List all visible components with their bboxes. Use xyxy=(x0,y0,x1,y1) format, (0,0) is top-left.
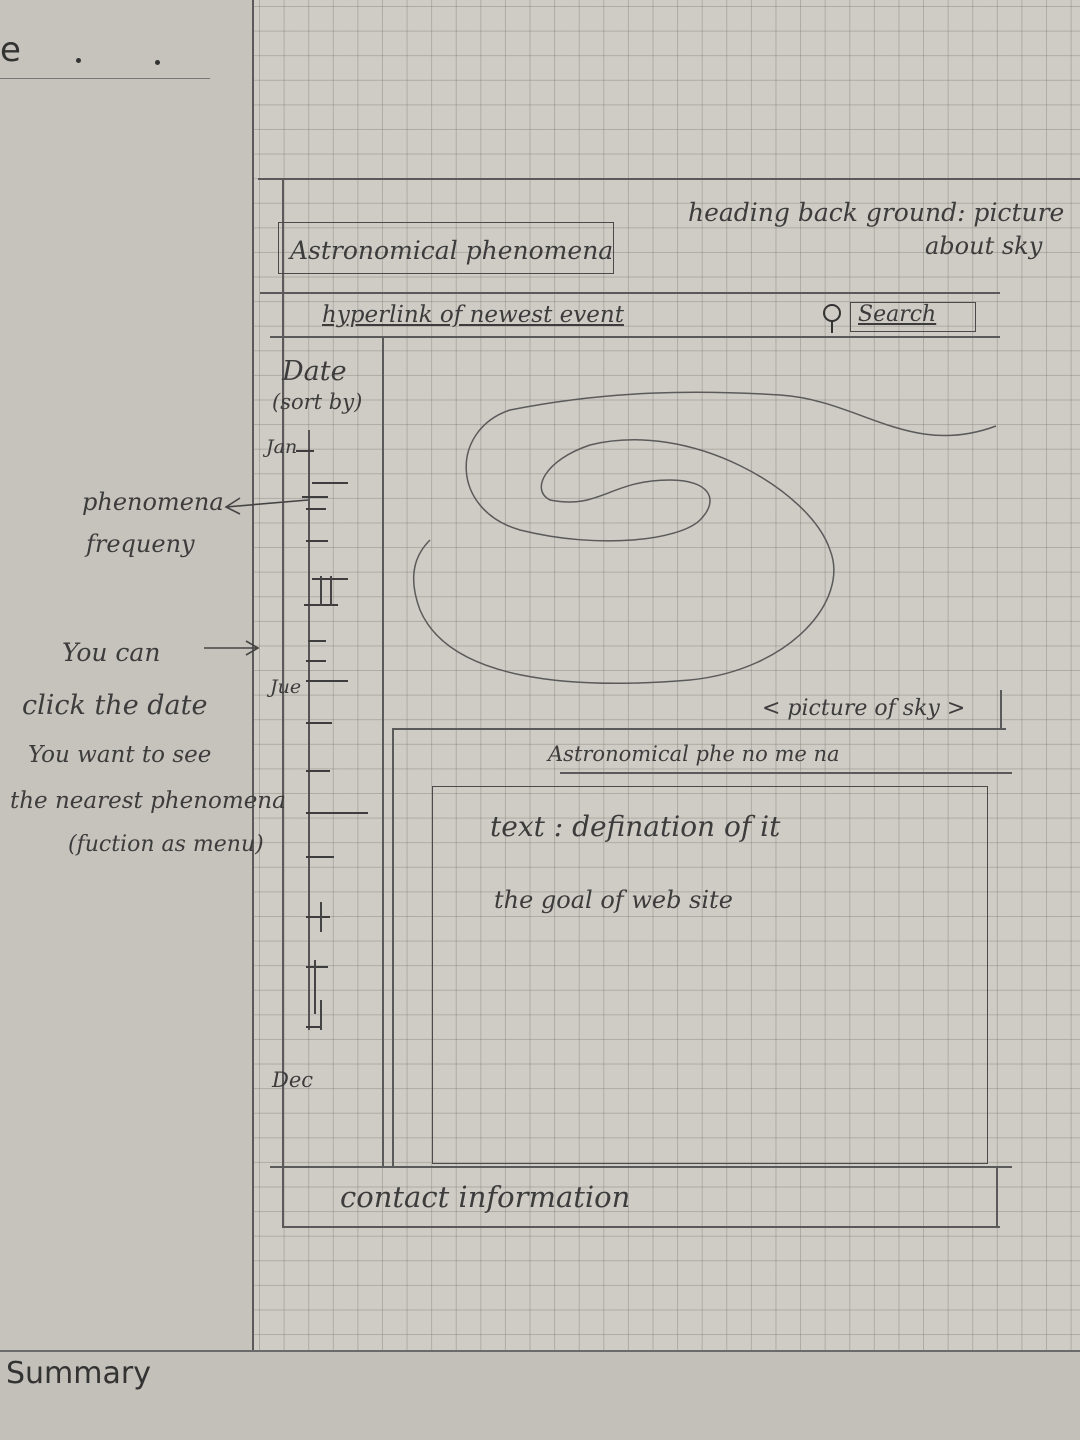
timeline-tick[interactable] xyxy=(306,966,328,968)
timeline-tick[interactable] xyxy=(306,812,368,814)
bottom-strip xyxy=(0,1350,1080,1440)
annotation-click-1: You can xyxy=(62,638,161,667)
dot-mark xyxy=(155,60,160,65)
timeline-tick[interactable] xyxy=(306,916,330,918)
sidebar-title: Date xyxy=(282,356,347,387)
header-divider xyxy=(260,292,1000,294)
timeline-tick[interactable] xyxy=(306,770,330,772)
footer-right xyxy=(996,1166,998,1228)
section-divider xyxy=(560,772,1012,774)
month-start[interactable]: Jan xyxy=(266,436,298,458)
picture-label: < picture of sky > xyxy=(762,696,966,721)
timeline-tick[interactable] xyxy=(306,1026,322,1028)
timeline-tick[interactable] xyxy=(306,540,328,542)
left-margin xyxy=(0,0,252,1350)
summary-label: Summary xyxy=(6,1356,151,1391)
timeline-tick[interactable] xyxy=(302,496,328,498)
timeline-tick[interactable] xyxy=(296,450,314,452)
corner-text: e xyxy=(0,30,21,70)
arrow-icon xyxy=(204,640,260,656)
annotation-click-4: the nearest phenomena xyxy=(10,788,286,814)
annotation-click-5: (fuction as menu) xyxy=(68,832,264,857)
footer-bottom xyxy=(282,1226,1000,1228)
site-title-box xyxy=(278,222,614,274)
content-text-1: text : defination of it xyxy=(490,810,781,843)
timeline-tick[interactable] xyxy=(312,482,348,484)
search-label: Search xyxy=(858,302,937,327)
timeline-stroke xyxy=(320,576,322,606)
nav-divider xyxy=(270,336,1000,338)
frame-top xyxy=(258,178,1080,180)
timeline-tick[interactable] xyxy=(306,508,326,510)
heading-note: heading back ground: picture xyxy=(688,198,1065,227)
timeline-stroke xyxy=(320,902,322,932)
timeline-stroke xyxy=(330,576,332,606)
timeline-stroke xyxy=(320,1000,322,1030)
arrow-icon xyxy=(224,497,309,515)
picture-right xyxy=(1000,690,1002,730)
content-box xyxy=(432,786,988,1164)
grid-paper xyxy=(252,0,1080,1350)
month-mid[interactable]: Jue xyxy=(270,676,302,698)
timeline-tick[interactable] xyxy=(306,660,326,662)
left-border xyxy=(252,0,254,1350)
dot-mark xyxy=(76,58,81,63)
picture-bottom xyxy=(392,728,1006,730)
timeline-stroke xyxy=(314,960,316,1014)
annotation-frequency-2: frequeny xyxy=(86,530,195,558)
section-heading: Astronomical phe no me na xyxy=(548,742,840,766)
sidebar-subtitle: (sort by) xyxy=(272,390,363,414)
timeline-tick[interactable] xyxy=(306,856,334,858)
heading-note-2: about sky xyxy=(925,232,1043,260)
frame-left xyxy=(282,178,284,1228)
newest-event-link[interactable]: hyperlink of newest event xyxy=(322,302,624,328)
content-text-2: the goal of web site xyxy=(494,886,733,914)
sidebar-divider xyxy=(382,336,384,1168)
footer-top xyxy=(270,1166,1012,1168)
annotation-click-3: You want to see xyxy=(28,742,212,768)
annotation-click-2: click the date xyxy=(22,690,208,721)
timeline-axis xyxy=(308,430,310,1030)
search-icon[interactable] xyxy=(818,302,848,334)
corner-rule xyxy=(0,78,210,79)
timeline-tick[interactable] xyxy=(308,640,326,642)
sky-picture-spiral xyxy=(412,391,997,685)
site-title: Astronomical phenomena xyxy=(290,236,614,265)
month-end[interactable]: Dec xyxy=(272,1068,314,1092)
search-button[interactable] xyxy=(850,302,976,332)
annotation-frequency-1: phenomena xyxy=(82,488,224,516)
timeline-tick[interactable] xyxy=(306,680,348,682)
content-left-rail xyxy=(392,728,394,1168)
footer-contact: contact information xyxy=(340,1180,631,1214)
timeline-tick[interactable] xyxy=(306,722,332,724)
